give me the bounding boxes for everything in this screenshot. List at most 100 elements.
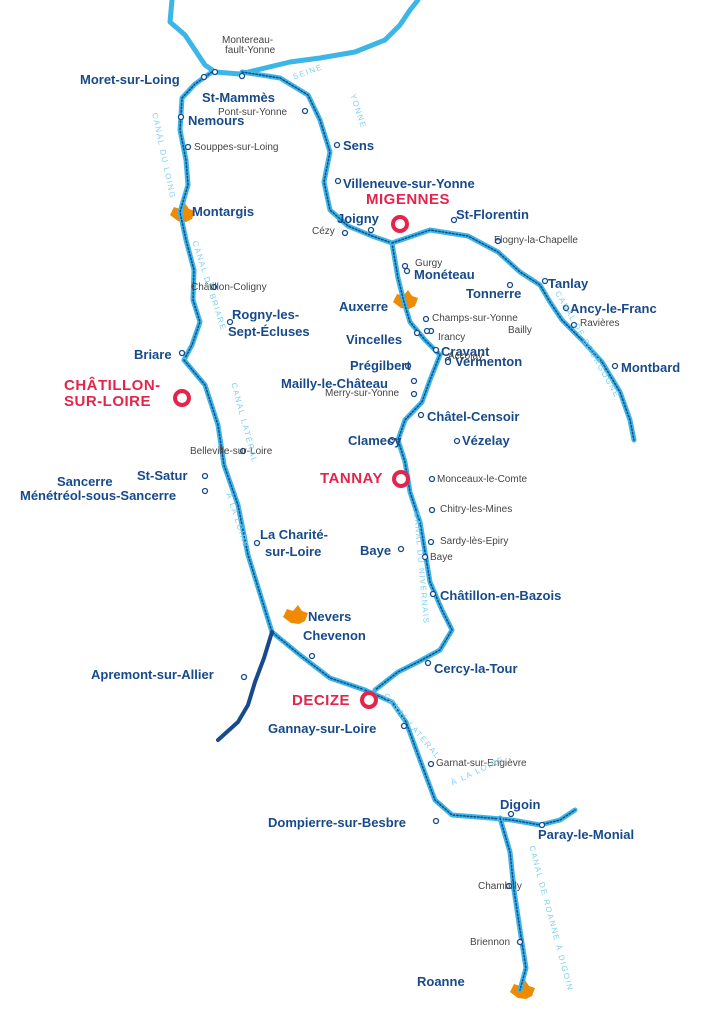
town-marker-icon[interactable] [240, 673, 248, 681]
town-label[interactable]: Joigny [337, 211, 379, 226]
town-marker-icon[interactable] [538, 821, 546, 829]
town-marker-icon[interactable] [516, 938, 524, 946]
town-marker-icon[interactable] [333, 141, 341, 149]
base-label[interactable]: DECIZE [292, 692, 351, 709]
town-marker-icon[interactable] [422, 315, 430, 323]
town-marker-icon[interactable] [403, 267, 411, 275]
town-label[interactable]: Pont-sur-Yonne [218, 107, 288, 118]
town-label[interactable]: Prégilbert [350, 358, 411, 373]
town-label[interactable]: Châtillon-en-Bazois [440, 588, 562, 603]
town-marker-icon[interactable] [341, 229, 349, 237]
town-marker-icon[interactable] [177, 113, 185, 121]
town-label[interactable]: Sept-Écluses [228, 324, 310, 339]
town-marker-icon[interactable] [428, 506, 436, 514]
town-marker-icon[interactable] [210, 283, 218, 291]
town-label[interactable]: Villeneuve-sur-Yonne [343, 176, 475, 191]
town-label[interactable]: Mailly-le-Château [281, 376, 388, 391]
town-marker-icon[interactable] [334, 177, 342, 185]
town-label[interactable]: Irancy [438, 332, 466, 343]
town-marker-icon[interactable] [507, 810, 515, 818]
town-marker-icon[interactable] [432, 817, 440, 825]
town-marker-icon[interactable] [367, 226, 375, 234]
town-marker-icon[interactable] [211, 68, 219, 76]
town-label[interactable]: Vermenton [455, 354, 523, 369]
town-marker-icon[interactable] [301, 107, 309, 115]
town-marker-icon[interactable] [400, 722, 408, 730]
town-label[interactable]: Tanlay [548, 276, 589, 291]
town-label[interactable]: Ancy-le-Franc [570, 301, 657, 316]
town-marker-icon[interactable] [427, 760, 435, 768]
town-label[interactable]: Cercy-la-Tour [434, 661, 518, 676]
town-label[interactable]: Montargis [192, 204, 255, 219]
town-marker-icon[interactable] [253, 539, 261, 547]
town-label[interactable]: Auxerre [339, 299, 389, 314]
base-marker-icon[interactable] [392, 470, 410, 488]
town-label[interactable]: sur-Loire [265, 544, 322, 559]
town-label[interactable]: Garnat-sur-Engièvre [436, 758, 527, 769]
base-label[interactable]: TANNAY [320, 470, 384, 487]
town-marker-icon[interactable] [453, 437, 461, 445]
town-label[interactable]: Tonnerre [466, 286, 522, 301]
town-marker-icon[interactable] [388, 436, 396, 444]
town-label[interactable]: Merry-sur-Yonne [325, 388, 400, 399]
town-marker-icon[interactable] [239, 447, 247, 455]
town-marker-icon[interactable] [611, 362, 619, 370]
town-label[interactable]: Chevenon [303, 628, 366, 643]
town-label[interactable]: Sens [343, 138, 375, 153]
town-label[interactable]: Vézelay [462, 433, 510, 448]
town-label[interactable]: St-Satur [137, 468, 188, 483]
town-label[interactable]: fault-Yonne [225, 45, 276, 56]
base-label[interactable]: MIGENNES [366, 191, 451, 208]
town-label[interactable]: Châtillon-Coligny [191, 282, 267, 293]
base-marker-icon[interactable] [173, 389, 191, 407]
town-label[interactable]: La Charité- [260, 527, 328, 542]
town-marker-icon[interactable] [494, 237, 502, 245]
town-label[interactable]: Gurgy [415, 258, 443, 269]
town-label[interactable]: St-Florentin [456, 207, 529, 222]
town-marker-icon[interactable] [238, 72, 246, 80]
town-label[interactable]: Rogny-les- [232, 307, 300, 322]
town-label[interactable]: Bailly [508, 325, 532, 336]
town-label[interactable]: Roanne [417, 974, 465, 989]
town-marker-icon[interactable] [444, 358, 452, 366]
town-marker-icon[interactable] [308, 652, 316, 660]
town-label[interactable]: Briare [134, 347, 172, 362]
base-label[interactable]: CHÂTILLON- [64, 377, 161, 394]
town-label[interactable]: Ménétréol-sous-Sancerre [20, 488, 177, 503]
town-label[interactable]: Paray-le-Monial [538, 827, 635, 842]
town-label[interactable]: Clamecy [348, 433, 402, 448]
town-marker-icon[interactable] [424, 659, 432, 667]
town-marker-icon[interactable] [397, 545, 405, 553]
town-marker-icon[interactable] [417, 411, 425, 419]
town-marker-icon[interactable] [562, 304, 570, 312]
town-marker-icon[interactable] [413, 329, 421, 337]
base-label[interactable]: SUR-LOIRE [64, 393, 151, 410]
town-label[interactable]: Baye [360, 543, 392, 558]
town-label[interactable]: Nemours [188, 113, 245, 128]
town-label[interactable]: Baye [430, 552, 453, 563]
town-label[interactable]: Apremont-sur-Allier [91, 667, 214, 682]
town-marker-icon[interactable] [410, 390, 418, 398]
town-label[interactable]: Champs-sur-Yonne [432, 313, 518, 324]
town-label[interactable]: Montbard [621, 360, 681, 375]
town-marker-icon[interactable] [570, 321, 578, 329]
town-label[interactable]: Souppes-sur-Loing [194, 142, 279, 153]
town-marker-icon[interactable] [505, 882, 513, 890]
town-label[interactable]: Chambilly [478, 881, 522, 892]
town-marker-icon[interactable] [178, 349, 186, 357]
town-marker-icon[interactable] [450, 216, 458, 224]
town-marker-icon[interactable] [506, 281, 514, 289]
town-label[interactable]: Belleville-sur-Loire [190, 446, 273, 457]
town-label[interactable]: Briennon [470, 937, 511, 948]
town-marker-icon[interactable] [429, 590, 437, 598]
town-label[interactable]: Monceaux-le-Comte [437, 474, 528, 485]
town-marker-icon[interactable] [404, 362, 412, 370]
town-label[interactable]: Cravant [441, 344, 490, 359]
town-label[interactable]: Dompierre-sur-Besbre [268, 815, 406, 830]
town-label[interactable]: Accolay [448, 351, 484, 362]
town-marker-icon[interactable] [427, 538, 435, 546]
town-marker-icon[interactable] [428, 475, 436, 483]
town-marker-icon[interactable] [201, 487, 209, 495]
town-marker-icon[interactable] [421, 553, 429, 561]
town-label[interactable]: Chitry-les-Mines [440, 504, 513, 515]
